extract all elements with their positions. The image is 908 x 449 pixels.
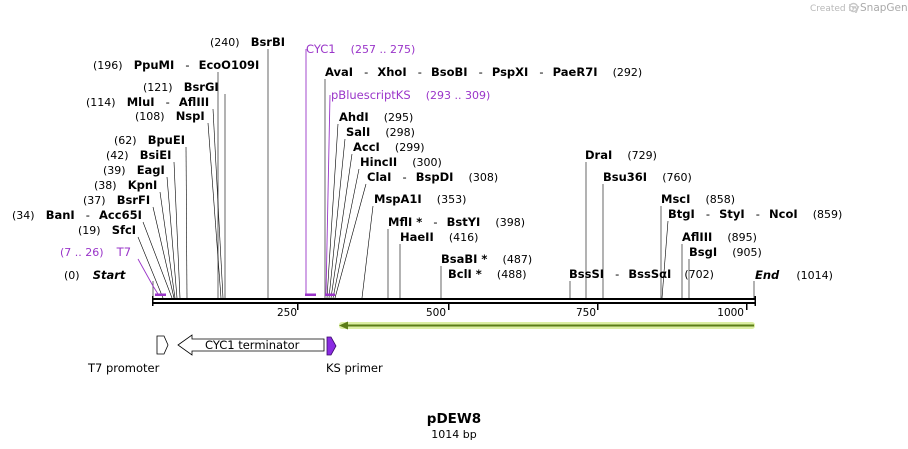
enzyme-bsrbi[interactable]: (240) BsrBI (210, 31, 285, 50)
enzyme-bcli[interactable]: BclI * (488) (448, 263, 527, 282)
enzyme-sfci[interactable]: (19) SfcI (78, 219, 136, 238)
enzyme-haeii[interactable]: HaeII (416) (400, 226, 478, 245)
annotation-track: T7 promoter CYC1 terminator KS primer (87, 334, 383, 375)
connector-bani (142, 221, 173, 299)
tick-750 (597, 304, 599, 310)
enzyme-bsgi[interactable]: BsgI (905) (689, 241, 762, 260)
tick-250 (297, 304, 299, 310)
connector-sfci (137, 236, 164, 299)
pbluescriptks-mark (325, 293, 335, 296)
t7-promoter-arrow[interactable] (156, 335, 169, 355)
brand-text: SnapGene (860, 2, 908, 14)
start-label: (0) Start (64, 264, 126, 283)
connector-pbluescriptks (325, 94, 331, 295)
enzyme-bsu36i[interactable]: Bsu36I (760) (603, 166, 692, 185)
enzyme-bpuei[interactable]: (62) BpuEI (114, 129, 185, 148)
cyc1-terminator-arrow[interactable] (177, 334, 325, 356)
connector-clai (334, 183, 367, 299)
enzyme-mlui[interactable]: (114) MluI - AflIII (86, 91, 209, 110)
connector-kpni (159, 191, 176, 299)
credit: Created by SnapGene (810, 2, 908, 14)
enzyme-hincii[interactable]: HincII (300) (360, 151, 442, 170)
connector-mspa1i (361, 205, 374, 299)
enzyme-nspi[interactable]: (108) NspI (135, 105, 205, 124)
feature-cyc1[interactable]: CYC1 (257 .. 275) (306, 38, 415, 57)
enzyme-msci[interactable]: MscI (858) (661, 188, 735, 207)
ks-primer-arrow[interactable] (326, 336, 337, 356)
cyc1-mark (305, 293, 316, 296)
enzyme-ahdi[interactable]: AhdI (295) (339, 106, 413, 125)
backbone-top (152, 298, 756, 300)
backbone (152, 296, 756, 306)
connector-mlui (212, 108, 224, 299)
orf-arrowhead (339, 321, 348, 330)
tick-500 (448, 304, 450, 310)
backbone-bottom (152, 302, 756, 304)
tick-label-500: 500 (426, 307, 446, 319)
connector-t7 (137, 258, 159, 295)
connector-bsiei (173, 161, 181, 299)
connector-acci (330, 153, 353, 299)
connector-btgi (661, 220, 669, 299)
enzyme-acci[interactable]: AccI (299) (353, 136, 425, 155)
credit-text: Created by (810, 4, 860, 14)
enzyme-bsabi[interactable]: BsaBI * (487) (441, 248, 532, 267)
connector-bpuei (185, 146, 188, 299)
t7-promoter-label: T7 promoter (87, 361, 160, 375)
feature-labels: CYC1 (257 .. 275) pBluescriptKS (293 .. … (60, 38, 490, 260)
connector-eagi (166, 176, 178, 299)
connector-cyc1 (305, 49, 314, 295)
cut-site-connectors (137, 49, 755, 299)
enzyme-bsssi[interactable]: BssSI - BssSαI (702) (569, 263, 714, 282)
enzyme-afliii-right[interactable]: AflIII (895) (682, 226, 757, 245)
connector-hincii (332, 168, 360, 299)
ruler: 250 500 750 1000 (277, 304, 748, 319)
enzyme-clai[interactable]: ClaI - BspDI (308) (367, 166, 498, 185)
connector-nspi (207, 122, 222, 299)
map-title-block: pDEW8 1014 bp (427, 411, 481, 441)
enzyme-kpni[interactable]: (38) KpnI (94, 174, 157, 193)
tick-label-1000: 1000 (717, 307, 744, 319)
enzyme-sali[interactable]: SalI (298) (346, 121, 415, 140)
map-endpoints: (0) Start End (1014) (64, 264, 833, 283)
orf-arrow[interactable] (339, 321, 755, 330)
feature-pbluescriptks[interactable]: pBluescriptKS (293 .. 309) (331, 84, 490, 103)
enzyme-bsiei[interactable]: (42) BsiEI (106, 144, 171, 163)
enzyme-btgi[interactable]: BtgI - StyI - NcoI (859) (668, 203, 842, 222)
enzyme-bsrfi[interactable]: (37) BsrFI (83, 189, 150, 208)
feature-marks (155, 293, 335, 296)
feature-t7[interactable]: (7 .. 26) T7 (60, 241, 131, 260)
snapgene-logo-icon (848, 2, 859, 13)
t7-mark (155, 293, 166, 296)
ks-primer-label: KS primer (326, 361, 383, 375)
backbone-end-cap (754, 296, 756, 306)
enzyme-drai[interactable]: DraI (729) (585, 144, 657, 163)
enzyme-bsrgi[interactable]: (121) BsrGI (143, 76, 219, 95)
map-title: pDEW8 (427, 411, 481, 427)
enzyme-ppumi[interactable]: (196) PpuMI - EcoO109I (93, 54, 259, 73)
connector-sali (328, 138, 346, 299)
tick-label-250: 250 (277, 307, 297, 319)
enzyme-avai[interactable]: AvaI - XhoI - BsoBI - PspXI - PaeR7I (29… (325, 61, 642, 80)
tick-label-750: 750 (576, 307, 596, 319)
connector-bsrfi (152, 206, 175, 299)
tick-1000 (746, 304, 748, 310)
end-label: End (1014) (755, 264, 833, 283)
enzyme-bani[interactable]: (34) BanI - Acc65I (12, 204, 142, 223)
backbone-start-cap (152, 296, 154, 306)
enzyme-mfli[interactable]: MflI * - BstYI (398) (388, 211, 525, 230)
enzyme-mspa1i[interactable]: MspA1I (353) (374, 188, 466, 207)
map-length: 1014 bp (431, 428, 476, 441)
cyc1-terminator-label: CYC1 terminator (205, 338, 300, 352)
enzyme-labels: (240) BsrBI (196) PpuMI - EcoO109I (121)… (12, 31, 842, 282)
connector-ahdi (326, 123, 339, 299)
enzyme-eagi[interactable]: (39) EagI (103, 159, 165, 178)
